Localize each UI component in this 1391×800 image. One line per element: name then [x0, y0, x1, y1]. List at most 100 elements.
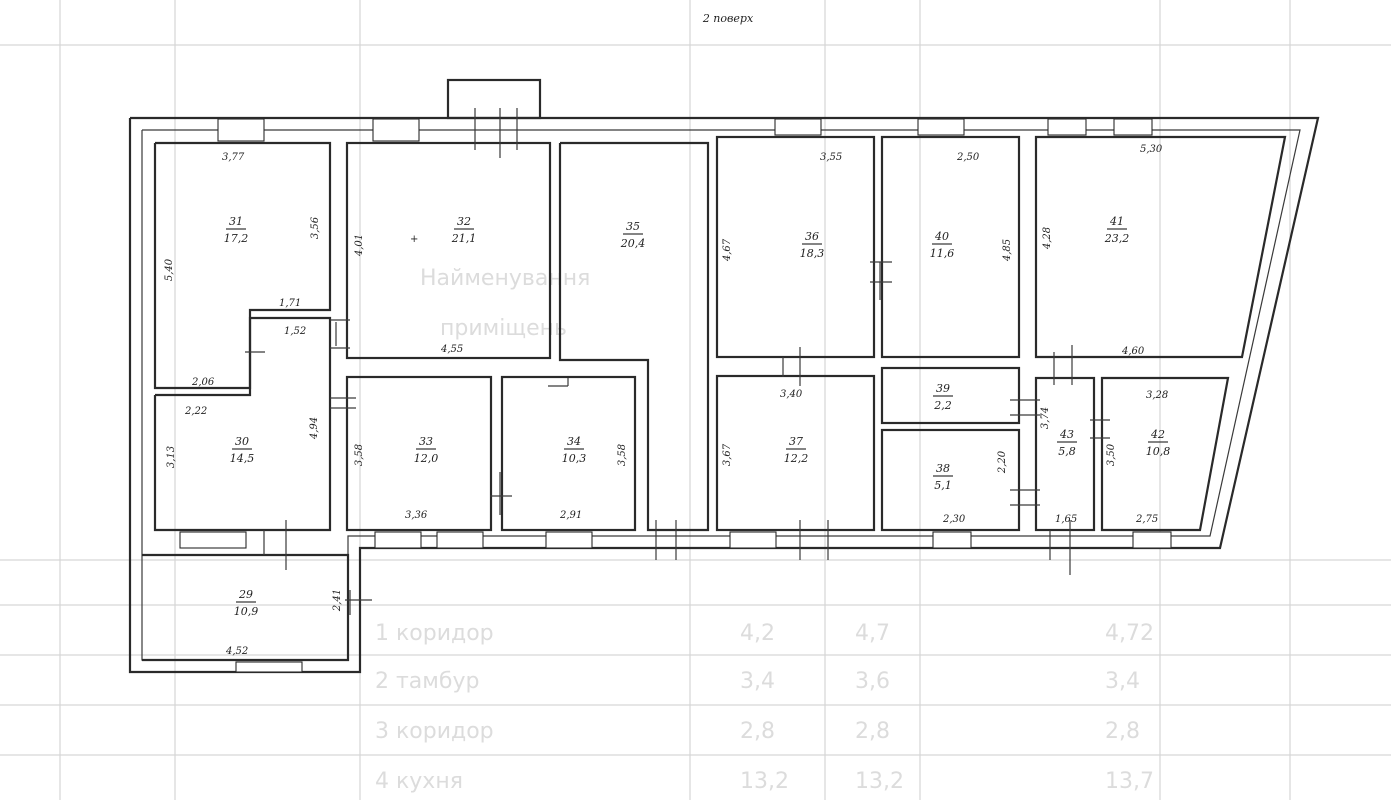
- dim-label: 4,52: [225, 646, 248, 657]
- room-35-area: 20,4: [620, 237, 646, 250]
- bg-row-4-a: 13,2: [740, 769, 789, 794]
- room-39-area: 2,2: [933, 399, 952, 412]
- room-38-number: 38: [936, 462, 950, 475]
- dim-label: 1,65: [1055, 514, 1077, 525]
- doors: [245, 108, 1110, 615]
- room-31-number: 31: [229, 215, 243, 228]
- dim-label: 2,22: [184, 406, 207, 417]
- dim-label: 3,13: [166, 446, 177, 468]
- window: [374, 531, 422, 549]
- room-39-number: 39: [936, 382, 950, 395]
- dim-label: 5,40: [164, 258, 175, 281]
- room-40-area: 11,6: [930, 247, 955, 260]
- dim-label: 5,30: [1140, 144, 1163, 155]
- window: [729, 531, 777, 549]
- bg-row-3-b: 2,8: [855, 719, 890, 744]
- bg-row-1-b: 4,7: [855, 621, 890, 646]
- room-41-number: 41: [1109, 215, 1124, 228]
- room-32-area: 21,1: [451, 232, 477, 245]
- dim-label: 3,56: [310, 216, 321, 239]
- floor-title: 2 поверх: [702, 12, 754, 25]
- dimensions-vertical: 3,56 5,40 4,94 3,13 4,01 3,58 3,58 4,67 …: [164, 216, 1117, 612]
- window: [235, 661, 303, 673]
- dim-label: 3,36: [405, 510, 428, 521]
- dim-label: 4,55: [440, 344, 463, 355]
- bg-row-3-label: 3 коридор: [375, 719, 494, 744]
- dim-label: 4,85: [1002, 239, 1013, 262]
- dim-label: 2,91: [559, 510, 582, 521]
- window: [217, 118, 265, 142]
- dim-label: 3,55: [820, 152, 842, 163]
- room-32-number: 32: [457, 215, 471, 228]
- room-walls: [142, 135, 1287, 662]
- room-42-area: 10,8: [1146, 445, 1171, 458]
- window: [372, 118, 420, 142]
- dim-label: 3,50: [1106, 443, 1117, 466]
- room-36-number: 36: [805, 230, 819, 243]
- window: [545, 531, 593, 549]
- room-38-area: 5,1: [934, 479, 952, 492]
- bg-row-2-c: 3,4: [1105, 669, 1140, 694]
- windows: [179, 118, 1172, 673]
- window: [917, 118, 965, 136]
- dim-label: 3,77: [222, 152, 245, 163]
- dim-label: 4,60: [1121, 346, 1145, 357]
- room-labels: 31 17,2 32 21,1 35 20,4 36 18,3 40 11,6 …: [224, 215, 1171, 618]
- dim-label: 2,75: [1135, 514, 1158, 525]
- dim-label: 3,28: [1146, 390, 1168, 401]
- window: [179, 531, 247, 549]
- bg-row-1-label: 1 коридор: [375, 621, 494, 646]
- room-29-number: 29: [238, 588, 253, 601]
- dim-label: 2,30: [942, 514, 966, 525]
- dim-label: 3,40: [780, 389, 803, 400]
- dim-label: 3,58: [617, 444, 628, 466]
- dimensions-horizontal: 3,77 1,71 1,52 2,06 2,22 4,55 3,36 2,91 …: [184, 144, 1168, 657]
- room-43-area: 5,8: [1058, 445, 1076, 458]
- room-33-area: 12,0: [414, 452, 439, 465]
- window: [932, 531, 972, 549]
- room-41-area: 23,2: [1104, 232, 1130, 245]
- dim-label: 4,94: [309, 417, 320, 440]
- room-37-number: 37: [789, 435, 803, 448]
- room-35-number: 35: [626, 220, 640, 233]
- room-34-number: 34: [567, 435, 581, 448]
- room-37-area: 12,2: [784, 452, 809, 465]
- bg-row-1-a: 4,2: [740, 621, 775, 646]
- dim-label: 2,41: [332, 589, 343, 612]
- bg-row-3-c: 2,8: [1105, 719, 1140, 744]
- bg-row-2-b: 3,6: [855, 669, 890, 694]
- bg-side-label-1: Найменування: [420, 266, 590, 291]
- room-30-number: 30: [235, 435, 249, 448]
- cross-mark: +: [410, 234, 418, 245]
- window: [774, 118, 822, 136]
- dim-label: 1,52: [284, 326, 306, 337]
- bg-side-label-2: приміщень: [440, 316, 567, 341]
- dim-label: 3,58: [354, 444, 365, 466]
- room-42-number: 42: [1150, 428, 1165, 441]
- bg-row-4-label: 4 кухня: [375, 769, 463, 794]
- dim-label: 4,28: [1042, 227, 1053, 250]
- room-33-number: 33: [419, 435, 433, 448]
- room-31-area: 17,2: [224, 232, 249, 245]
- room-36-area: 18,3: [800, 247, 825, 260]
- window: [1047, 118, 1087, 136]
- bg-row-1-c: 4,72: [1105, 621, 1154, 646]
- bg-row-4-b: 13,2: [855, 769, 904, 794]
- room-43-number: 43: [1059, 428, 1074, 441]
- dim-label: 4,67: [722, 238, 733, 262]
- bg-row-3-a: 2,8: [740, 719, 775, 744]
- dim-label: 3,67: [722, 443, 733, 466]
- room-30-area: 14,5: [230, 452, 255, 465]
- room-34-area: 10,3: [562, 452, 587, 465]
- room-40-number: 40: [934, 230, 949, 243]
- bg-row-2-a: 3,4: [740, 669, 775, 694]
- dim-label: 2,06: [191, 377, 215, 388]
- window: [436, 531, 484, 549]
- room-29-area: 10,9: [234, 605, 259, 618]
- bg-row-2-label: 2 тамбур: [375, 669, 479, 694]
- dim-label: 4,01: [354, 234, 365, 257]
- dim-label: 2,20: [997, 450, 1008, 474]
- dim-label: 2,50: [956, 152, 980, 163]
- window: [1132, 531, 1172, 549]
